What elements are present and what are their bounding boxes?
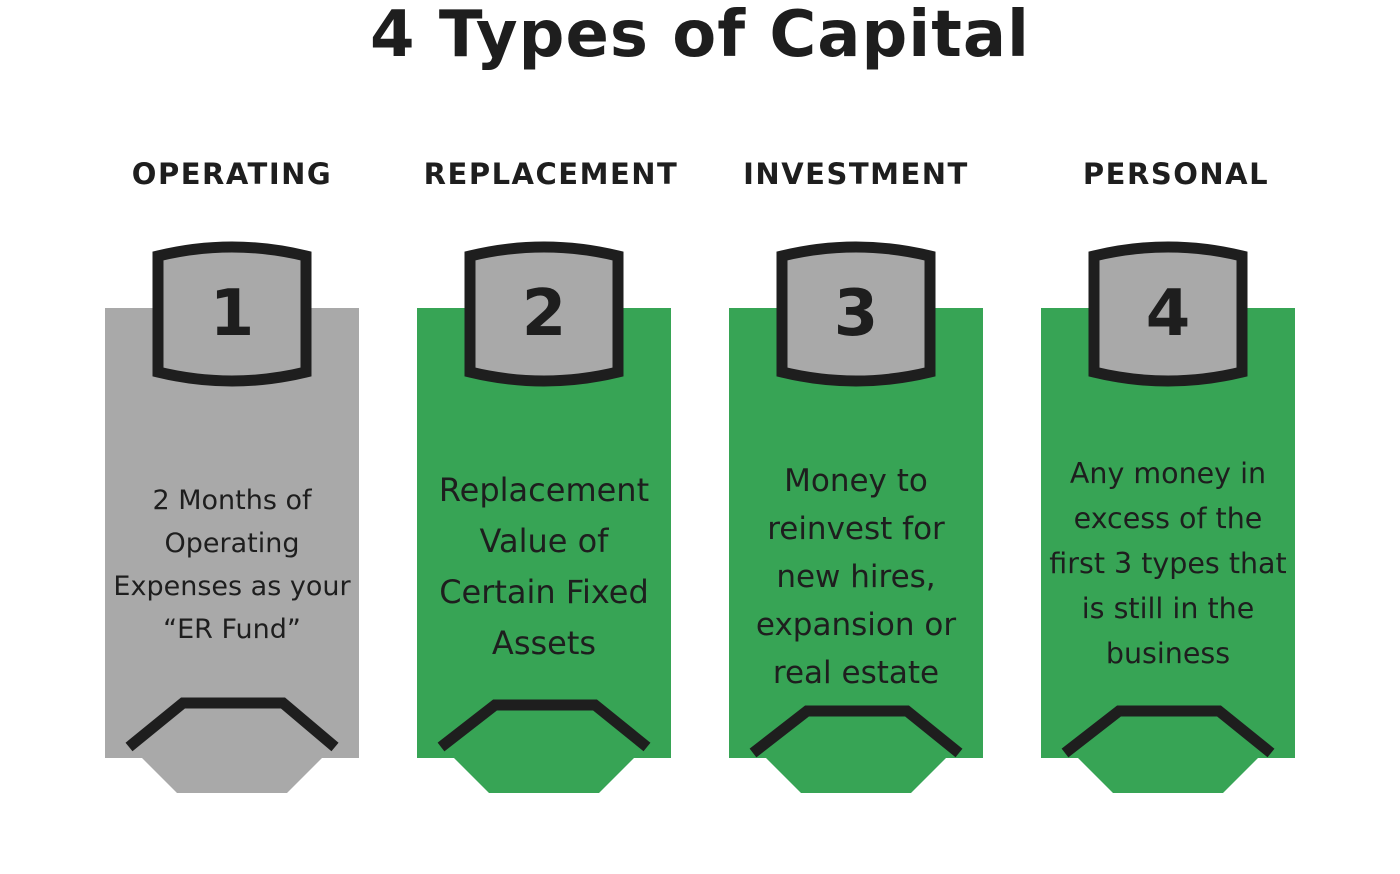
card-bottom-tab [454, 758, 634, 793]
card-number-3: 3 [834, 277, 879, 351]
description-line: Replacement [438, 471, 650, 509]
card-graphic-4: 4 [1041, 241, 1295, 793]
description-line: new hires, [776, 559, 936, 595]
number-badge [152, 241, 312, 387]
card-description-4: Any money in excess of the first 3 types t… [1041, 448, 1295, 678]
card-graphic-1: 1 [105, 241, 359, 793]
card-description-3: Money to reinvest for new hires, expansion … [729, 452, 983, 702]
page-title: 4 Types of Capital [370, 0, 1030, 72]
description-line: Money to [784, 463, 928, 499]
bottom-bracket [1061, 705, 1275, 758]
card-bottom-tab [1078, 758, 1258, 793]
bottom-bracket [437, 699, 651, 752]
card-number-2: 2 [522, 277, 567, 351]
card-graphic-2: 2 [417, 241, 671, 793]
description-line: expansion or [755, 607, 957, 643]
description-line: Expenses as your [113, 571, 351, 602]
bottom-bracket [125, 697, 339, 752]
description-line: excess of the [1073, 501, 1263, 535]
description-line: “ER Fund” [163, 614, 301, 645]
card-bottom-tab [142, 758, 322, 793]
card-number-1: 1 [210, 277, 255, 351]
card-number-4: 4 [1146, 277, 1191, 351]
description-line: Value of [479, 522, 609, 560]
card-graphic-3: 3 [729, 241, 983, 793]
number-badge [1088, 241, 1248, 387]
bottom-bracket [749, 705, 963, 758]
description-line: Assets [491, 624, 597, 662]
description-line: real estate [772, 655, 940, 691]
description-line: Certain Fixed [439, 573, 649, 611]
description-line: business [1105, 636, 1231, 670]
description-line: reinvest for [767, 511, 945, 547]
card-bottom-tab [766, 758, 946, 793]
card-heading-2: REPLACEMENT [423, 157, 679, 191]
description-line: 2 Months of [152, 485, 312, 516]
description-line: is still in the [1081, 591, 1255, 625]
description-line: Any money in [1069, 456, 1267, 490]
card-heading-4: PERSONAL [1082, 157, 1270, 191]
description-line: Operating [164, 528, 300, 559]
description-line: first 3 types that [1049, 546, 1287, 580]
number-badge [464, 241, 624, 387]
card-heading-3: INVESTMENT [743, 157, 969, 191]
number-badge [776, 241, 936, 387]
card-heading-1: OPERATING [131, 157, 333, 191]
